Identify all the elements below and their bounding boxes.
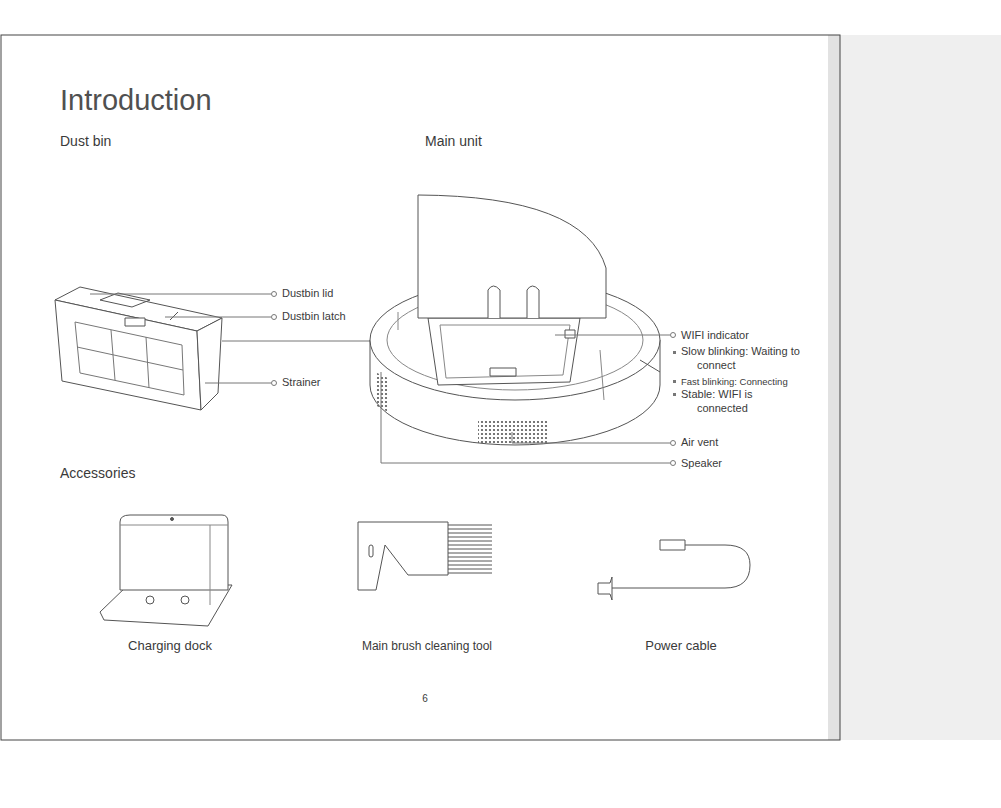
status-note: Stable: WIFI is connected xyxy=(681,388,789,414)
dust-bin-drawing xyxy=(55,287,222,410)
bullet-marks xyxy=(673,351,676,396)
bristle-stroke xyxy=(448,525,492,526)
section-heading: Main unit xyxy=(425,133,482,150)
bristle-stroke xyxy=(448,553,492,554)
bristle-stroke xyxy=(448,561,492,562)
power-cable-drawing xyxy=(598,540,750,600)
bristle-stroke xyxy=(448,545,492,546)
part-label: Dustbin lid xyxy=(282,287,333,300)
bristle-stroke xyxy=(448,541,492,542)
bristle-stroke xyxy=(448,533,492,534)
bristle-stroke xyxy=(448,569,492,570)
section-heading: Accessories xyxy=(60,465,135,482)
bristle-stroke xyxy=(448,573,492,574)
accessory-label: Charging dock xyxy=(128,638,212,654)
leader-lines xyxy=(381,333,676,466)
bristle-stroke xyxy=(448,537,492,538)
part-label: Dustbin latch xyxy=(282,310,346,323)
accessory-label: Main brush cleaning tool xyxy=(362,639,492,653)
main-unit-drawing xyxy=(370,195,670,445)
accessory-label: Power cable xyxy=(645,638,717,654)
side-panel xyxy=(840,35,1001,740)
page-number: 6 xyxy=(422,693,428,705)
charging-dock-drawing xyxy=(100,515,232,626)
section-heading: Dust bin xyxy=(60,133,111,150)
bristle-stroke xyxy=(448,529,492,530)
bristle-stroke xyxy=(448,557,492,558)
status-note: Fast blinking: Connecting xyxy=(681,376,788,387)
status-note: Slow blinking: Waiting to connect xyxy=(681,345,815,371)
bristle-stroke xyxy=(448,565,492,566)
part-label: Air vent xyxy=(681,436,718,449)
bristle-stroke xyxy=(448,549,492,550)
panel-strip xyxy=(828,35,840,740)
part-label: Strainer xyxy=(282,376,321,389)
page-frame xyxy=(1,35,840,740)
part-label: WIFI indicator xyxy=(681,329,749,342)
page-title: Introduction xyxy=(60,83,212,118)
part-label: Speaker xyxy=(681,457,722,470)
brush-tool-drawing xyxy=(358,522,492,590)
